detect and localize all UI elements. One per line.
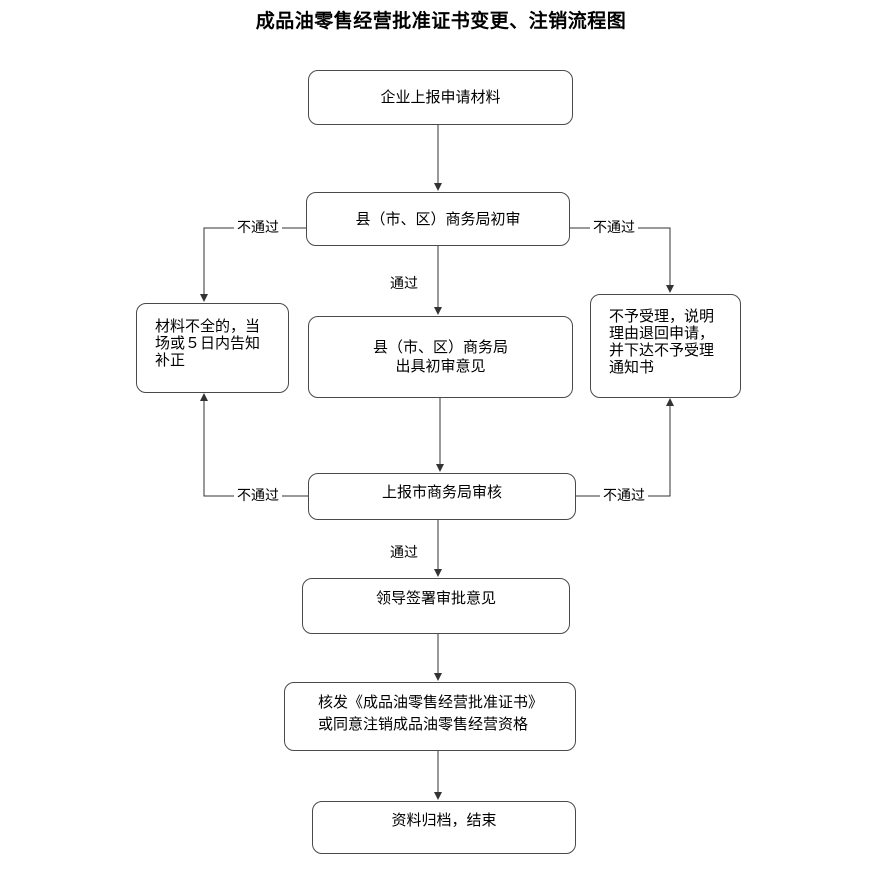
- node-city-review-text: 上报市商务局审核: [381, 483, 502, 501]
- arrow-county-review-fail-right: [570, 227, 674, 293]
- node-county-opinion: 县（市、区）商务局 出具初审意见: [308, 316, 573, 398]
- label-fail-city-right: 不通过: [600, 487, 648, 505]
- node-leader-sign-text: 领导签署审批意见: [375, 589, 496, 607]
- arrow-city-review-fail-left: [200, 393, 308, 497]
- label-fail-county-right: 不通过: [590, 219, 638, 237]
- node-submit-materials: 企业上报申请材料: [308, 70, 573, 125]
- label-fail-county-left: 不通过: [234, 219, 282, 237]
- node-materials-incomplete-text: 材料不全的，当 场或５日内告知 补正: [155, 317, 261, 369]
- node-archive: 资料归档，结束: [312, 801, 576, 854]
- node-county-review-text: 县（市、区）商务局初审: [355, 209, 521, 228]
- node-county-opinion-text: 县（市、区）商务局 出具初审意见: [372, 338, 508, 375]
- node-city-review: 上报市商务局审核: [308, 473, 576, 520]
- label-pass-city: 通过: [390, 544, 418, 562]
- node-county-review: 县（市、区）商务局初审: [306, 192, 570, 246]
- arrow-county-review-fail-left: [200, 227, 306, 302]
- arrow-city-review-fail-right: [576, 398, 674, 497]
- node-issue-certificate-text: 核发《成品油零售经营批准证书》 或同意注销成品油零售经营资格: [318, 693, 544, 733]
- page-title: 成品油零售经营批准证书变更、注销流程图: [255, 10, 627, 32]
- node-materials-incomplete: 材料不全的，当 场或５日内告知 补正: [136, 303, 289, 393]
- node-submit-materials-text: 企业上报申请材料: [380, 88, 501, 106]
- node-archive-text: 资料归档，结束: [391, 811, 497, 829]
- node-reject-notice: 不予受理，说明 理由退回申请， 并下达不予受理 通知书: [590, 294, 741, 398]
- label-fail-city-left: 不通过: [234, 487, 282, 505]
- label-pass-county: 通过: [390, 275, 418, 293]
- node-leader-sign: 领导签署审批意见: [302, 578, 570, 634]
- node-reject-notice-text: 不予受理，说明 理由退回申请， 并下达不予受理 通知书: [609, 307, 715, 376]
- node-issue-certificate: 核发《成品油零售经营批准证书》 或同意注销成品油零售经营资格: [284, 682, 576, 751]
